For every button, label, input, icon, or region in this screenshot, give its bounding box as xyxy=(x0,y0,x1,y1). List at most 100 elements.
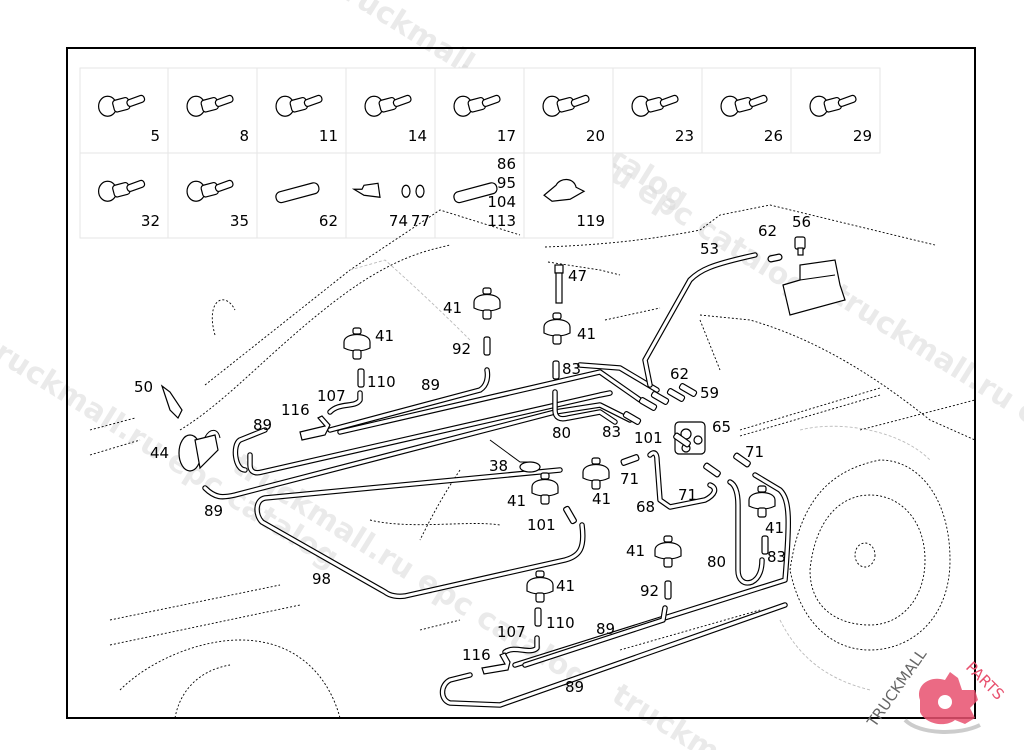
callout-50: 50 xyxy=(134,378,153,396)
fitting-23-icon xyxy=(631,94,679,117)
fitting-8-icon xyxy=(186,94,234,117)
callout-44: 44 xyxy=(150,444,169,462)
callout-107b: 107 xyxy=(497,623,526,641)
fitting-14-icon xyxy=(364,94,412,117)
part-label: 113 xyxy=(487,212,516,230)
callout-71b: 71 xyxy=(620,470,639,488)
fitting-29-icon xyxy=(809,94,857,117)
part-label: 95 xyxy=(497,174,516,192)
pin-47 xyxy=(554,264,564,304)
callout-89d: 89 xyxy=(596,620,615,638)
fitting-cell-fitting-5: 5 xyxy=(79,67,169,154)
fitting-32-icon xyxy=(97,179,146,202)
coupling-icon xyxy=(761,535,769,555)
y-piece-116-bottom xyxy=(481,652,511,675)
fitting-cell-fitting-35: 35 xyxy=(167,152,258,239)
part-label: 86 xyxy=(497,155,516,173)
part-label: 35 xyxy=(230,212,249,230)
fitting-cell-clip-119: 119 xyxy=(523,152,614,239)
nozzle-41-icon xyxy=(748,485,776,518)
watermark-text: truckmall.ru epc catalog xyxy=(606,677,975,750)
callout-110a: 110 xyxy=(367,373,396,391)
coupling-icon xyxy=(650,391,670,405)
callout-89e: 89 xyxy=(565,678,584,696)
callout-56: 56 xyxy=(792,213,811,231)
callout-80a: 80 xyxy=(552,424,571,442)
part-label: 8 xyxy=(239,127,249,145)
callout-107a: 107 xyxy=(317,387,346,405)
coupling-icon xyxy=(534,607,542,627)
fitting-35-icon xyxy=(186,179,234,202)
coupling-icon xyxy=(622,411,642,425)
callout-98: 98 xyxy=(312,570,331,588)
washer-reservoir xyxy=(782,259,846,316)
callout-47: 47 xyxy=(568,267,587,285)
fitting-11-icon xyxy=(275,94,323,117)
y-piece-116-top xyxy=(299,415,331,441)
coupling-icon xyxy=(733,452,751,468)
callout-92a: 92 xyxy=(452,340,471,358)
callout-83a: 83 xyxy=(562,360,581,378)
part-label: 20 xyxy=(586,127,605,145)
washer-nozzles xyxy=(343,287,776,603)
callout-65: 65 xyxy=(712,418,731,436)
valve-74-77-icon xyxy=(351,182,425,198)
bracket-50 xyxy=(160,384,183,420)
part-label: 119 xyxy=(576,212,605,230)
hose-piece-62-icon xyxy=(275,182,320,204)
fitting-cell-fitting-11: 11 xyxy=(256,67,347,154)
callout-68: 68 xyxy=(636,498,655,516)
washer-pump-65 xyxy=(674,421,706,455)
fitting-cell-fitting-14: 14 xyxy=(345,67,436,154)
callout-41b: 41 xyxy=(375,327,394,345)
hose-lines xyxy=(202,252,792,708)
fitting-cell-fitting-17: 17 xyxy=(434,67,525,154)
components xyxy=(160,236,846,675)
fitting-cell-fitting-23: 23 xyxy=(612,67,703,154)
part-label: 104 xyxy=(487,193,516,211)
hose-piece-62-top xyxy=(767,253,783,263)
fitting-cell-fitting-29: 29 xyxy=(790,67,881,154)
diagram-frame xyxy=(66,47,976,719)
callout-101b: 101 xyxy=(527,516,556,534)
coupling-icon xyxy=(552,360,560,380)
callout-41h: 41 xyxy=(556,577,575,595)
callout-83b: 83 xyxy=(602,423,621,441)
part-label: 23 xyxy=(675,127,694,145)
callout-41f: 41 xyxy=(765,519,784,537)
nozzle-41-icon xyxy=(473,287,501,320)
callout-38: 38 xyxy=(489,457,508,475)
coupling-icon xyxy=(638,397,658,411)
callout-71c: 71 xyxy=(678,486,697,504)
part-label: 29 xyxy=(853,127,872,145)
coupling-icon xyxy=(666,388,686,402)
vehicle-outline xyxy=(89,204,976,719)
component-44 xyxy=(178,429,221,472)
callout-110b: 110 xyxy=(546,614,575,632)
callout-41c: 41 xyxy=(577,325,596,343)
callout-53: 53 xyxy=(700,240,719,258)
elbow-fitting-56 xyxy=(794,236,806,256)
callout-62a: 62 xyxy=(758,222,777,240)
part-label: 14 xyxy=(408,127,427,145)
coupling-icon xyxy=(563,505,577,525)
clip-119-icon xyxy=(543,178,586,202)
callout-92b: 92 xyxy=(640,582,659,600)
coupling-icon xyxy=(620,454,640,466)
callout-41g: 41 xyxy=(626,542,645,560)
nozzle-41-icon xyxy=(526,570,554,603)
nozzle-41-icon xyxy=(343,327,371,360)
callout-116b: 116 xyxy=(462,646,491,664)
fitting-20-icon xyxy=(542,94,590,117)
fitting-cell-hose-piece-62: 62 xyxy=(256,152,347,239)
callout-62b: 62 xyxy=(670,365,689,383)
callout-83c: 83 xyxy=(767,548,786,566)
callout-89a: 89 xyxy=(421,376,440,394)
callout-101a: 101 xyxy=(634,429,663,447)
nozzle-41-icon xyxy=(543,312,571,345)
jet-38 xyxy=(489,439,541,473)
part-label: 5 xyxy=(150,127,160,145)
